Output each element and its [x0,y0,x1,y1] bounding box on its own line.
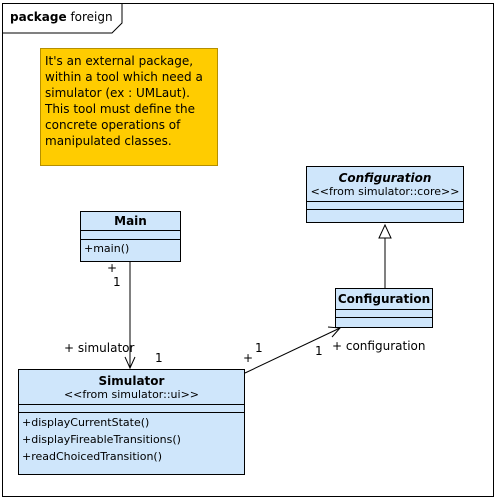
assoc-main-multiplicity: 1 [113,275,121,289]
package-name: foreign [70,10,113,24]
assoc-main-visibility: + [107,261,118,275]
assoc-simulator-multiplicity: 1 [155,351,163,365]
class-configuration-abstract-header: Configuration <<from simulator::core>> [307,167,463,202]
operation: +readChoicedTransition() [22,450,163,463]
class-simulator-operations: +displayCurrentState() +displayFireableT… [19,413,244,465]
class-simulator-name: Simulator [98,374,165,388]
assoc-simulator-configuration-arrowhead [327,326,342,338]
class-configuration-abstract-attributes [307,202,463,210]
class-configuration-abstract-stereotype: <<from simulator::core>> [310,185,460,198]
package-tab-outline [2,3,123,34]
class-configuration-operations [336,318,432,325]
class-configuration-name: Configuration [337,292,431,306]
assoc-configuration-role: + configuration [332,339,426,353]
class-configuration-header: Configuration [336,289,432,310]
assoc-main-simulator-arrowhead [124,356,136,370]
operation: +displayCurrentState() [22,416,150,429]
class-configuration-abstract-name: Configuration [338,171,432,185]
assoc-simulator-role: + simulator [64,341,135,355]
generalization-triangle [378,223,392,239]
package-label: package foreign [2,3,139,31]
package-keyword: package [10,10,67,24]
class-main[interactable]: Main +main() [80,211,181,262]
assoc-simulator-configuration-line [244,327,341,374]
assoc-configuration-multiplicity: 1 [315,344,323,358]
operation: +displayFireableTransitions() [22,433,181,446]
class-configuration-abstract[interactable]: Configuration <<from simulator::core>> [306,166,464,223]
class-main-header: Main [81,212,180,231]
class-main-operations: +main() [81,240,180,257]
assoc-sim-config-visibility: + [243,351,254,365]
class-main-name: Main [114,214,147,228]
package-frame [2,3,494,497]
class-simulator-attributes [19,405,244,413]
class-simulator-stereotype: <<from simulator::ui>> [63,388,200,401]
operation: +main() [84,242,130,255]
class-simulator[interactable]: Simulator <<from simulator::ui>> +displa… [18,369,245,475]
class-configuration[interactable]: Configuration [335,288,433,328]
class-simulator-header: Simulator <<from simulator::ui>> [19,370,244,405]
note: It's an external package, within a tool … [40,48,218,166]
class-configuration-abstract-operations [307,210,463,217]
class-configuration-attributes [336,310,432,318]
assoc-sim-config-multiplicity: 1 [255,341,263,355]
class-main-attributes [81,231,180,240]
